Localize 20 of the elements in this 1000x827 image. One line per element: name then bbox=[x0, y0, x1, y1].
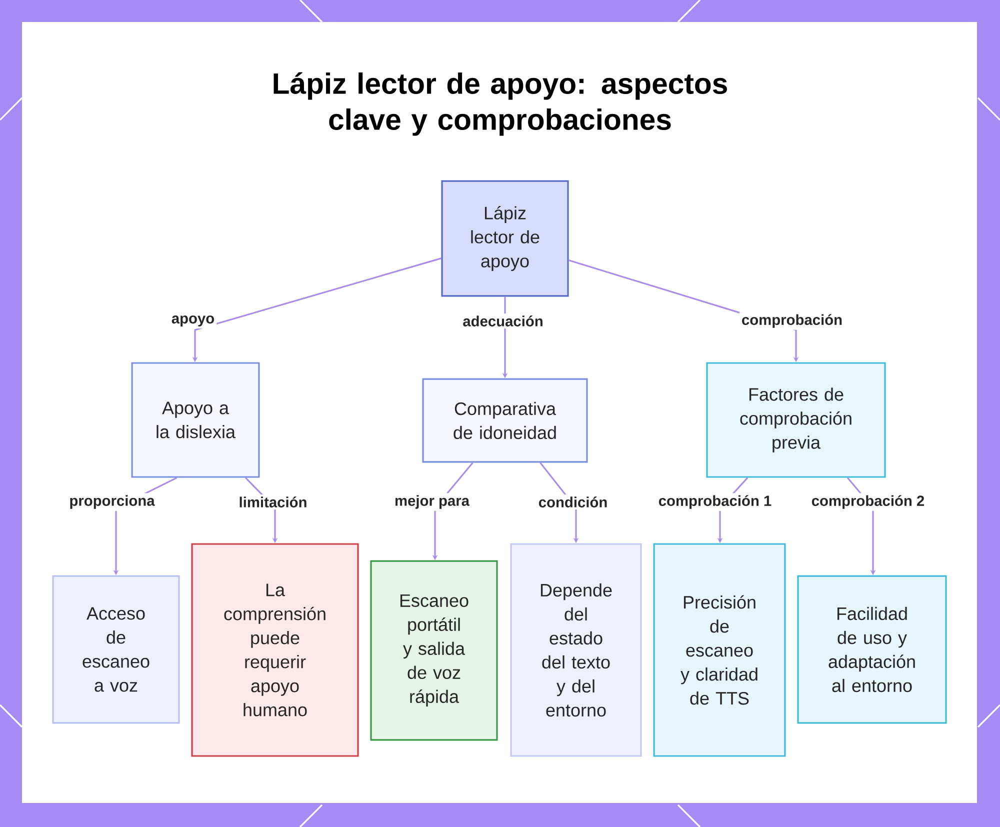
concept-box: Acceso de escaneo a voz bbox=[52, 575, 180, 724]
title: Lápiz lector de apoyo: aspectos clave y comprobaciones bbox=[274, 72, 727, 136]
concept-box: Escaneo portátil y salida de voz rápida bbox=[370, 560, 498, 741]
edge-label: limitación bbox=[236, 494, 310, 510]
edge-label: mejor para bbox=[392, 493, 472, 511]
concept-box: Apoyo a la dislexia bbox=[131, 362, 260, 478]
concept-box: Comparativa de idoneidad bbox=[422, 378, 588, 463]
concept-box: Depende del estado del texto y del entorno bbox=[510, 543, 642, 757]
edge-label: proporciona bbox=[67, 493, 157, 511]
edge-label: adecuación bbox=[460, 314, 546, 328]
concept-box: Facilidad de uso y adaptación al entorno bbox=[797, 575, 947, 724]
edge-label: comprobación 2 bbox=[809, 493, 927, 511]
edge-label: condición bbox=[536, 494, 610, 510]
concept-box: Precisión de escaneo y claridad de TTS bbox=[653, 543, 786, 757]
concept-box: Factores de comprobación previa bbox=[706, 362, 886, 478]
edge-label: comprobación bbox=[739, 312, 845, 330]
edge-label: apoyo bbox=[169, 314, 217, 328]
concept-box: Lápiz lector de apoyo bbox=[441, 180, 569, 297]
concept-box: La comprensión puede requerir apoyo humano bbox=[191, 543, 359, 757]
edge-label: comprobación 1 bbox=[656, 493, 774, 511]
